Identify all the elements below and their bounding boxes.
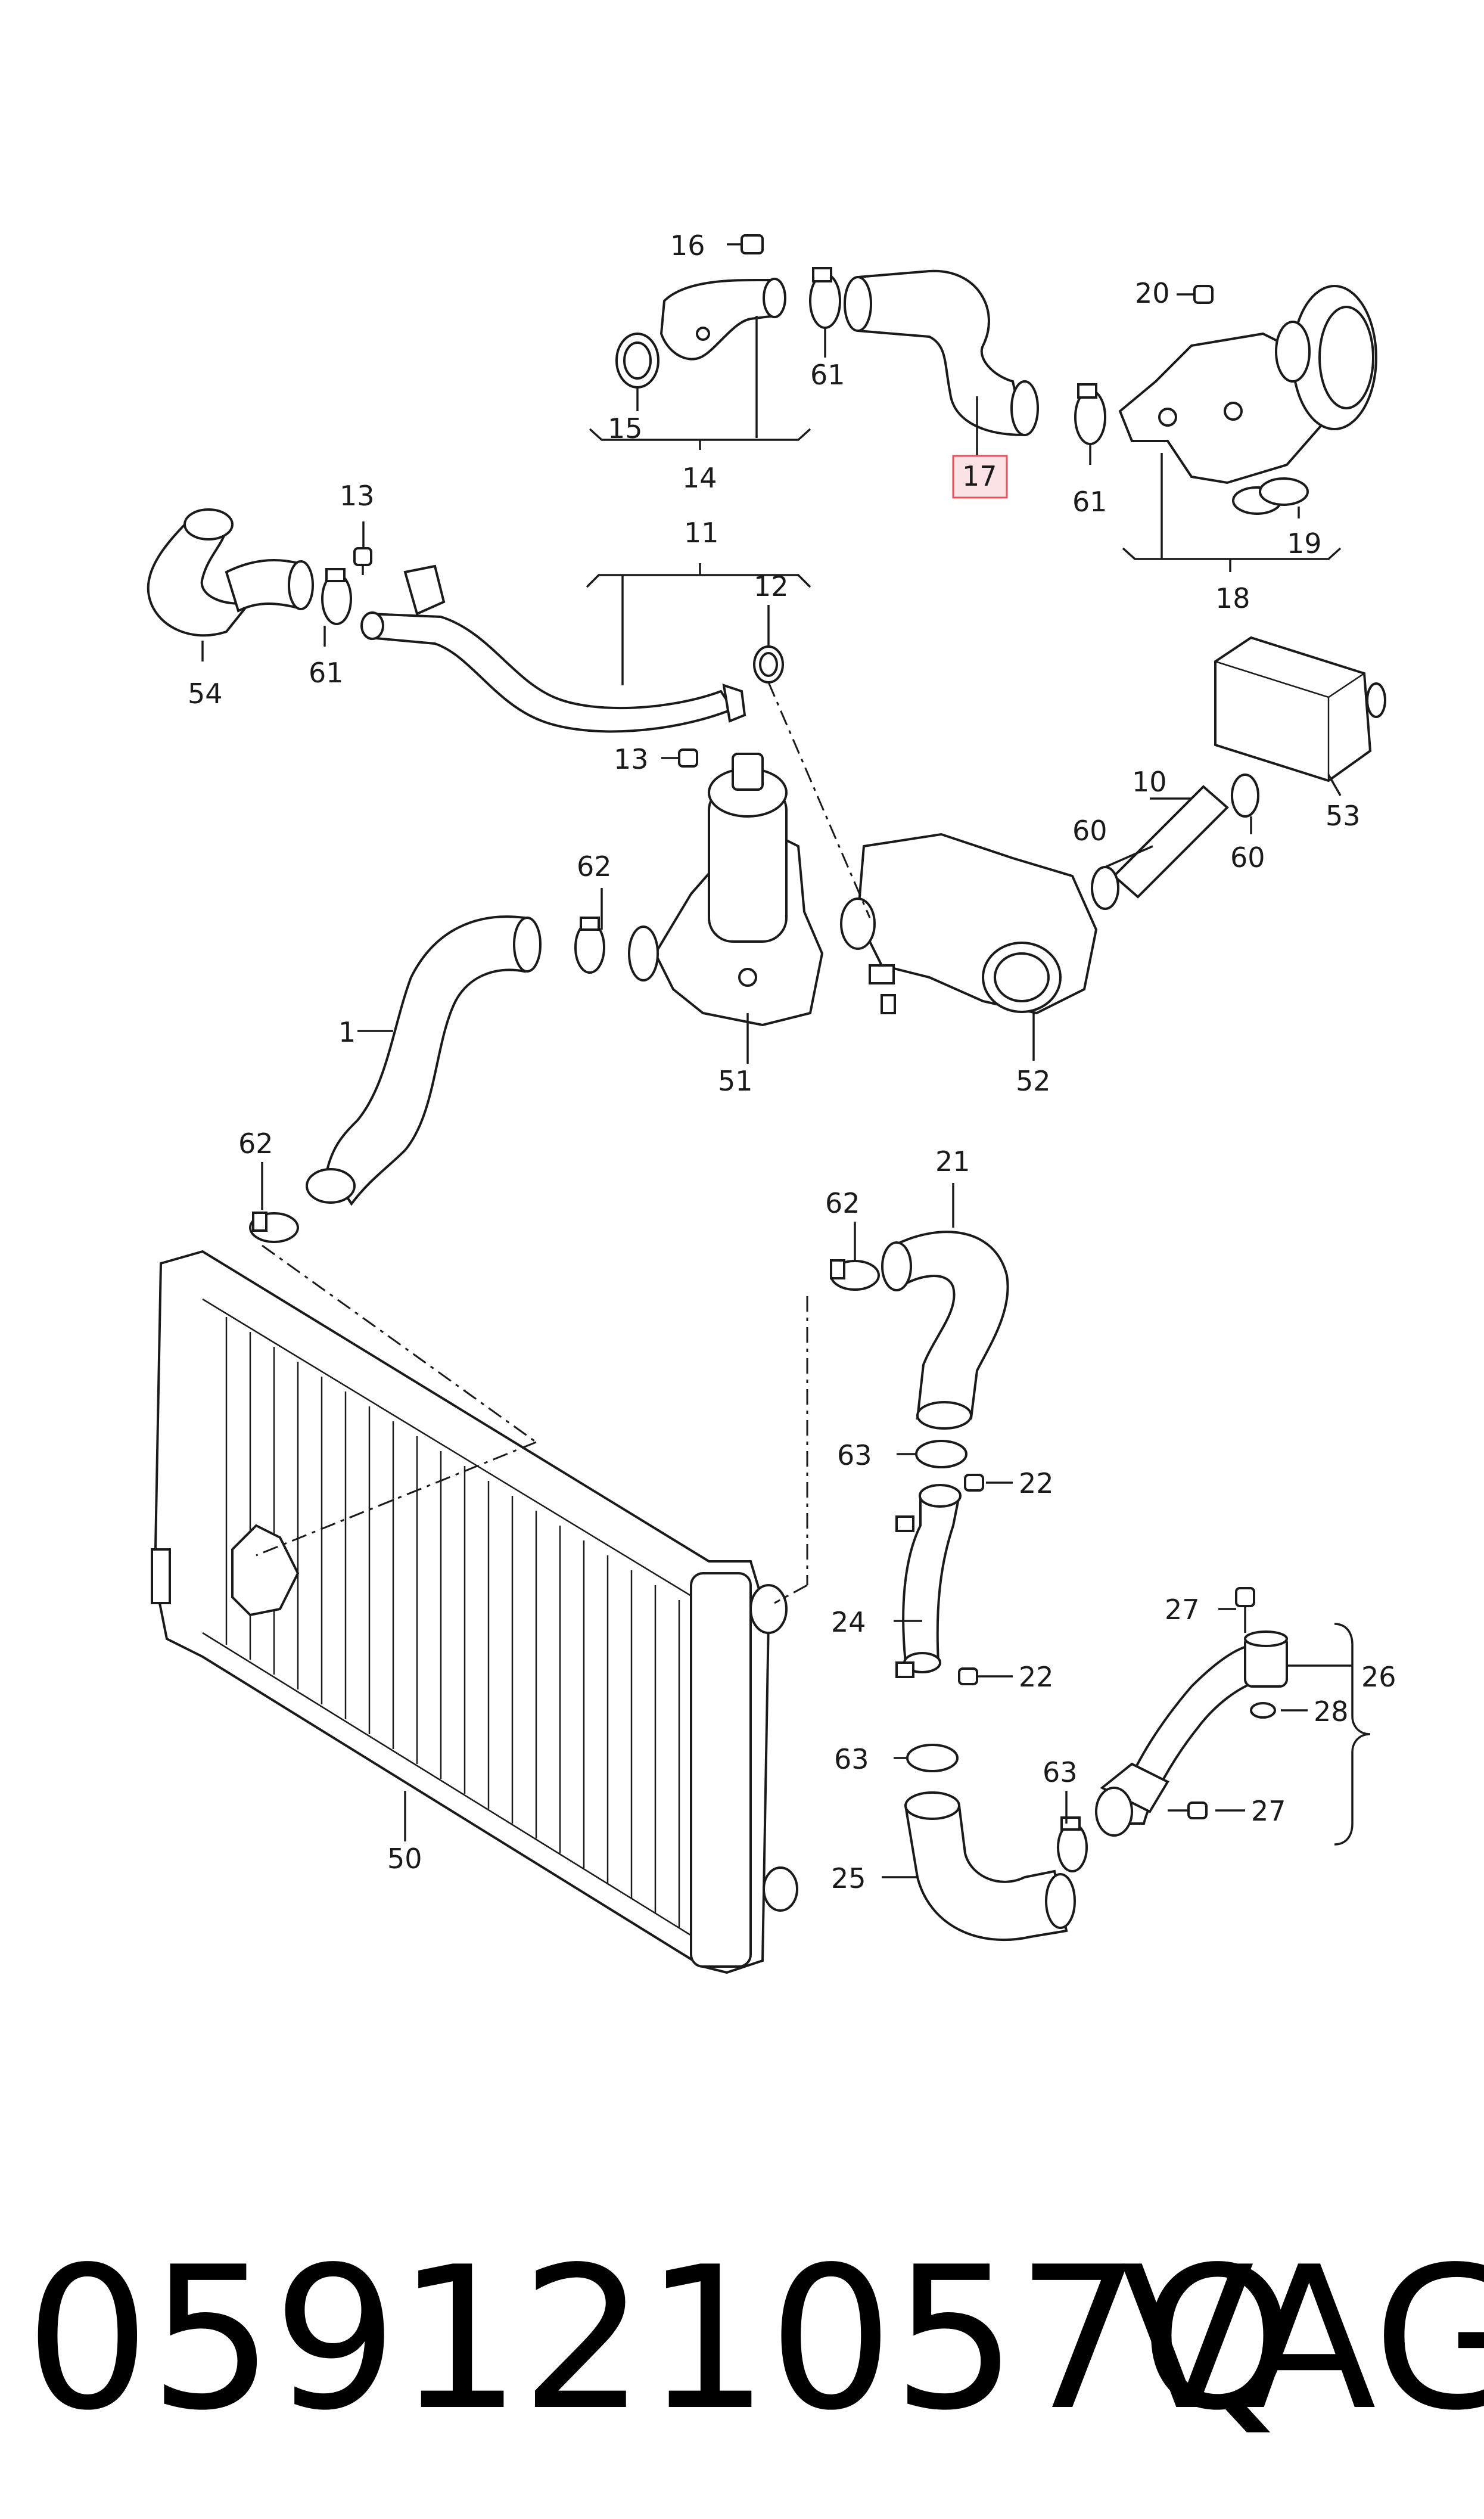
- callout-17: 17: [962, 460, 997, 492]
- o-ring-15: [615, 333, 659, 389]
- callout-12: 12: [754, 570, 789, 602]
- bolt-27-upper: [1235, 1587, 1255, 1633]
- pipe-26: [1095, 1630, 1288, 1837]
- callout-16: 16: [670, 229, 705, 262]
- callout-19: 19: [1287, 527, 1322, 560]
- highlight-box-17: [952, 455, 1008, 499]
- pipe-24: [895, 1484, 962, 1678]
- clamp-61-mid: [321, 568, 352, 625]
- callout-1: 1: [338, 1016, 356, 1048]
- callout-62-right: 62: [825, 1187, 860, 1219]
- callout-63-lower: 63: [834, 1743, 869, 1775]
- callout-24: 24: [831, 1606, 866, 1638]
- hose-17-highlighted: [844, 269, 1039, 437]
- callout-26: 26: [1361, 1661, 1396, 1693]
- callout-62-left: 62: [238, 1128, 273, 1160]
- callout-21: 21: [935, 1145, 970, 1178]
- bolt-13-upper: [353, 547, 372, 575]
- pipe-11: [360, 564, 746, 733]
- clamp-61-top-b: [1074, 383, 1106, 445]
- oil-filter-housing-51: [628, 753, 824, 1027]
- callout-63-right: 63: [1043, 1756, 1078, 1788]
- callout-14: 14: [682, 462, 717, 494]
- hose-10: [1112, 785, 1229, 899]
- callout-50: 50: [387, 1843, 422, 1875]
- callout-61-mid: 61: [309, 657, 344, 689]
- cooler-53: [1214, 636, 1386, 782]
- pipe-14: [659, 278, 786, 361]
- callout-61-top-b: 61: [1072, 486, 1107, 518]
- radiator-fins: [225, 1317, 680, 1928]
- bolt-22-lower: [958, 1667, 978, 1685]
- callout-52: 52: [1016, 1065, 1051, 1097]
- clamp-63-right: [1057, 1816, 1088, 1872]
- callout-13-lower: 13: [614, 743, 649, 775]
- callout-53: 53: [1326, 800, 1361, 832]
- callout-25: 25: [831, 1862, 866, 1894]
- callout-15: 15: [608, 412, 643, 445]
- callout-63-upper: 63: [837, 1439, 872, 1471]
- callout-20: 20: [1135, 277, 1170, 309]
- callout-27-upper: 27: [1165, 1594, 1200, 1626]
- callout-60-right: 60: [1230, 841, 1265, 874]
- callout-51: 51: [718, 1065, 753, 1097]
- seal-rings-19: [1232, 477, 1309, 515]
- clamp-62-left: [249, 1212, 299, 1243]
- bolt-13-lower: [661, 748, 698, 768]
- hose-25: [904, 1791, 1076, 1942]
- egr-valve-52: [840, 833, 1098, 1015]
- callout-62-mid: 62: [577, 850, 612, 883]
- bolt-16: [727, 234, 764, 254]
- radiator-50: [151, 1250, 798, 1974]
- clamp-63-lower: [906, 1744, 959, 1772]
- part-number: 059121057Q: [25, 2225, 1295, 2453]
- hose-54: [147, 508, 314, 637]
- bolt-27-lower: [1168, 1801, 1208, 1819]
- thermostat-housing-18: [1118, 285, 1377, 484]
- callout-61-top-a: 61: [810, 359, 845, 391]
- clamp-62-mid: [574, 917, 605, 974]
- callout-22-upper: 22: [1019, 1467, 1054, 1499]
- clamp-61-top-a: [809, 267, 841, 329]
- hose-1: [306, 915, 542, 1206]
- clamp-62-right: [830, 1259, 880, 1291]
- callout-22-lower: 22: [1019, 1661, 1054, 1693]
- coolant-system-exploded-diagram: 16 15 14 61 17 61 20 19 18 13 11 12 54 6…: [147, 229, 1396, 1974]
- clamp-60-right: [1231, 774, 1259, 818]
- clamp-63-upper: [915, 1440, 967, 1468]
- callout-54: 54: [188, 678, 223, 710]
- callout-18: 18: [1215, 582, 1250, 614]
- callout-27-lower: 27: [1251, 1795, 1286, 1827]
- bolt-20: [1177, 285, 1214, 304]
- hose-21: [881, 1231, 1009, 1430]
- callout-11: 11: [684, 517, 719, 549]
- brand-name: VAG: [1120, 2225, 1484, 2453]
- clamp-60-left: [1091, 866, 1119, 910]
- bolt-22-upper: [964, 1474, 984, 1492]
- callout-10: 10: [1132, 766, 1167, 798]
- o-ring-12: [753, 645, 784, 684]
- callout-60-left: 60: [1072, 815, 1107, 847]
- o-ring-28: [1250, 1702, 1276, 1719]
- callout-13-upper: 13: [340, 480, 375, 512]
- callout-28: 28: [1314, 1695, 1349, 1728]
